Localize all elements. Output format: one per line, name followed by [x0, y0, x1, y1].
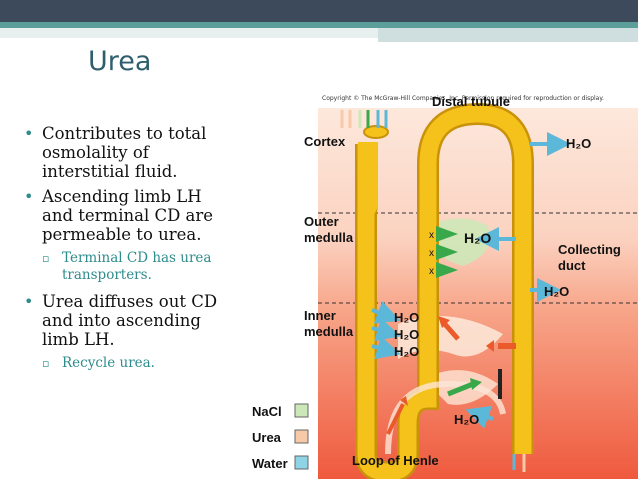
legend-label: Urea	[252, 430, 282, 445]
sub-bullet-item: ▫ Recycle urea.	[24, 355, 224, 372]
legend: NaCl Urea Water	[252, 403, 309, 471]
label-outer: Outer	[304, 214, 339, 229]
nephron-figure: Copyright © The McGraw-Hill Companies, I…	[248, 94, 638, 479]
label-water-bottom: H₂O	[454, 412, 479, 427]
bullet-text: Contributes to total osmolality of inter…	[42, 124, 207, 181]
label-distal-tubule: Distal tubule	[432, 94, 510, 109]
legend-label: NaCl	[252, 404, 282, 419]
bullet-dot-icon: •	[24, 124, 34, 143]
loop-of-henle-tube	[355, 102, 534, 479]
label-loop-of-henle: Loop of Henle	[352, 453, 439, 468]
sub-bullet-item: ▫ Terminal CD has urea transporters.	[24, 250, 224, 284]
label-inner-medulla: medulla	[304, 324, 354, 339]
water-arrows	[340, 110, 571, 472]
nacl-arrows	[436, 226, 482, 397]
label-x-2: x	[429, 248, 434, 259]
label-water-inner-1: H₂O	[394, 310, 419, 325]
label-water-duct: H₂O	[544, 284, 569, 299]
label-water-inner-2: H₂O	[394, 327, 419, 342]
bullet-item: • Contributes to total osmolality of inte…	[24, 124, 224, 181]
legend-label: Water	[252, 456, 288, 471]
header-tab	[378, 28, 638, 42]
nephron-diagram: Distal tubule Cortex Outer medulla Inner…	[252, 94, 638, 479]
header-underlay	[0, 28, 638, 38]
label-collecting: Collecting	[558, 242, 621, 257]
urea-arrows	[386, 316, 516, 435]
label-x-3: x	[429, 266, 434, 277]
label-water-inner-3: H₂O	[394, 344, 419, 359]
bullet-dot-icon: •	[24, 292, 34, 311]
label-duct: duct	[558, 258, 586, 273]
label-cortex: Cortex	[304, 134, 346, 149]
sub-bullet-square-icon: ▫	[42, 357, 50, 370]
sub-bullet-text: Recycle urea.	[62, 355, 155, 371]
slide-header-bar	[0, 0, 638, 42]
bullet-text: Ascending limb LH and terminal CD are pe…	[42, 187, 214, 244]
legend-swatch-water	[294, 455, 309, 470]
label-inner: Inner	[304, 308, 336, 323]
sub-bullet-text: Terminal CD has urea transporters.	[62, 250, 212, 283]
header-stripe	[0, 22, 638, 28]
bullet-text: Urea diffuses out CD and into ascending …	[42, 292, 218, 349]
label-water-outer: H₂O	[464, 230, 491, 246]
legend-swatch-urea	[294, 429, 309, 444]
copyright-notice: Copyright © The McGraw-Hill Companies, I…	[322, 95, 604, 102]
label-x-1: x	[429, 230, 434, 241]
bullet-dot-icon: •	[24, 187, 34, 206]
bullet-list: • Contributes to total osmolality of inte…	[24, 124, 224, 380]
label-water-cortex: H₂O	[566, 136, 591, 151]
bullet-item: • Urea diffuses out CD and into ascending…	[24, 292, 224, 349]
sub-bullet-square-icon: ▫	[42, 252, 50, 265]
label-outer-medulla: medulla	[304, 230, 354, 245]
legend-swatch-nacl	[294, 403, 309, 418]
bullet-item: • Ascending limb LH and terminal CD are p…	[24, 187, 224, 244]
slide-title: Urea	[88, 46, 152, 77]
